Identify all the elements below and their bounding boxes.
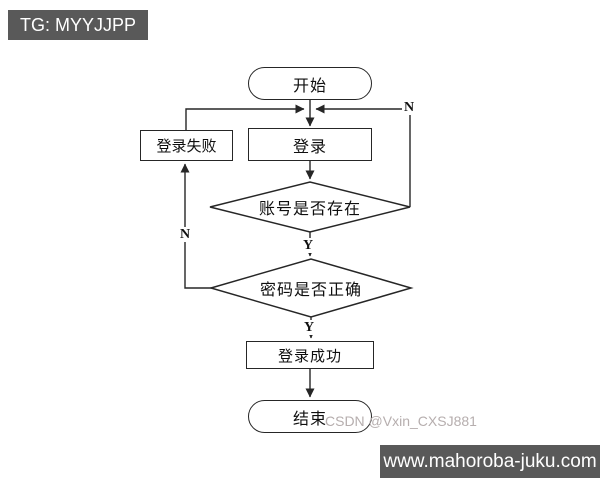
flowchart-node-end: 结束 <box>248 400 372 433</box>
flowchart-node-password-correct-label: 密码是否正确 <box>259 282 362 299</box>
edge-password-no-to-login-failed <box>180 163 212 289</box>
flowchart-node-account-exists-label: 账号是否存在 <box>258 201 361 218</box>
flowchart-node-login-success: 登录成功 <box>246 341 374 369</box>
decision-password-correct-shape <box>208 258 414 318</box>
website-badge: www.mahoroba-juku.com <box>380 445 600 478</box>
decision-account-exists-shape <box>209 181 411 233</box>
flowchart-node-start: 开始 <box>248 67 372 100</box>
edge-label-account-yes: Y <box>301 238 316 253</box>
edge-label-password-no: N <box>178 227 193 242</box>
edge-label-password-yes: Y <box>302 320 317 335</box>
csdn-watermark: CSDN @Vxin_CXSJ881 <box>325 413 477 429</box>
flowchart-node-login-failed: 登录失败 <box>140 130 233 161</box>
telegram-badge: TG: MYYJJPP <box>8 10 148 40</box>
edge-label-account-no: N <box>402 100 417 115</box>
flowchart-node-login: 登录 <box>248 128 372 161</box>
edge-login-failed-return <box>185 104 305 130</box>
